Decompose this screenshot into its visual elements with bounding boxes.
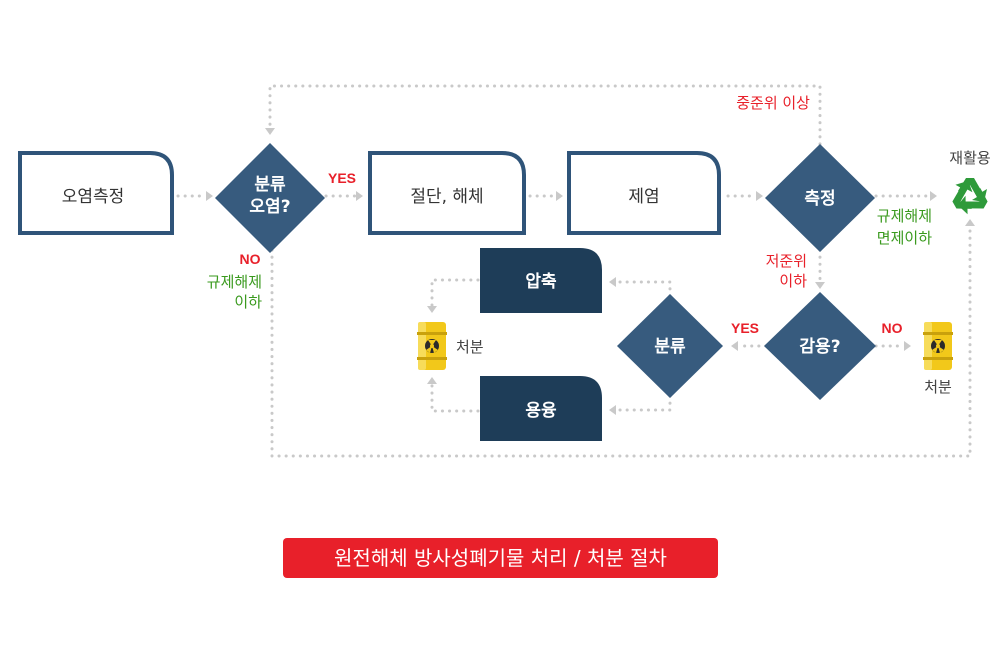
recycle-node: 재활용 [949, 149, 991, 215]
radioactive-barrel-icon [417, 322, 447, 370]
decision-measure: 측정 [765, 144, 875, 252]
node-label: 절단, 해체 [410, 187, 483, 207]
diagram-caption: 원전해체 방사성폐기물 처리 / 처분 절차 [283, 538, 718, 578]
no-label: NO [240, 251, 261, 267]
node-measure-contamination: 오염측정 [18, 151, 174, 235]
decision-classify: 분류 [617, 294, 723, 398]
intermediate-level-label: 중준위 이상 [736, 94, 810, 112]
no-label-2: NO [882, 320, 903, 336]
exempt-label-line1: 규제해제 [877, 207, 932, 225]
connectors [176, 84, 975, 458]
decision-label: 감용? [799, 337, 840, 357]
decision-label-line2: 오염? [249, 197, 290, 217]
disposal-right: 처분 [923, 322, 953, 396]
exempt-label-line2: 면제이하 [877, 229, 932, 247]
decision-label: 분류 [654, 337, 686, 357]
decision-label-line1: 분류 [254, 175, 286, 195]
yes-label: YES [328, 170, 356, 186]
node-decontamination: 제염 [567, 151, 721, 235]
node-label: 오염측정 [62, 187, 125, 207]
node-label: 제염 [628, 187, 659, 207]
recycle-icon [952, 178, 988, 215]
disposal-left: 처분 [417, 322, 484, 370]
node-label: 용융 [525, 401, 557, 421]
recycle-label: 재활용 [949, 149, 990, 167]
low-level-label-line2: 이하 [779, 272, 807, 290]
decision-classify-contaminated: 분류 오염? [215, 143, 325, 253]
decision-reuse: 감용? [764, 292, 876, 400]
node-compress: 압축 [480, 248, 602, 313]
node-label: 압축 [525, 271, 557, 292]
radioactive-barrel-icon [923, 322, 953, 370]
yes-label-2: YES [731, 320, 759, 336]
clearance-label-line2: 이하 [234, 293, 262, 311]
low-level-label-line1: 저준위 [766, 252, 807, 270]
disposal-label: 처분 [456, 338, 484, 356]
node-cutting: 절단, 해체 [368, 151, 526, 235]
clearance-label-line1: 규제해제 [207, 273, 262, 291]
disposal-label: 처분 [924, 378, 952, 396]
node-melt: 용융 [480, 376, 602, 441]
decision-label: 측정 [804, 189, 835, 209]
